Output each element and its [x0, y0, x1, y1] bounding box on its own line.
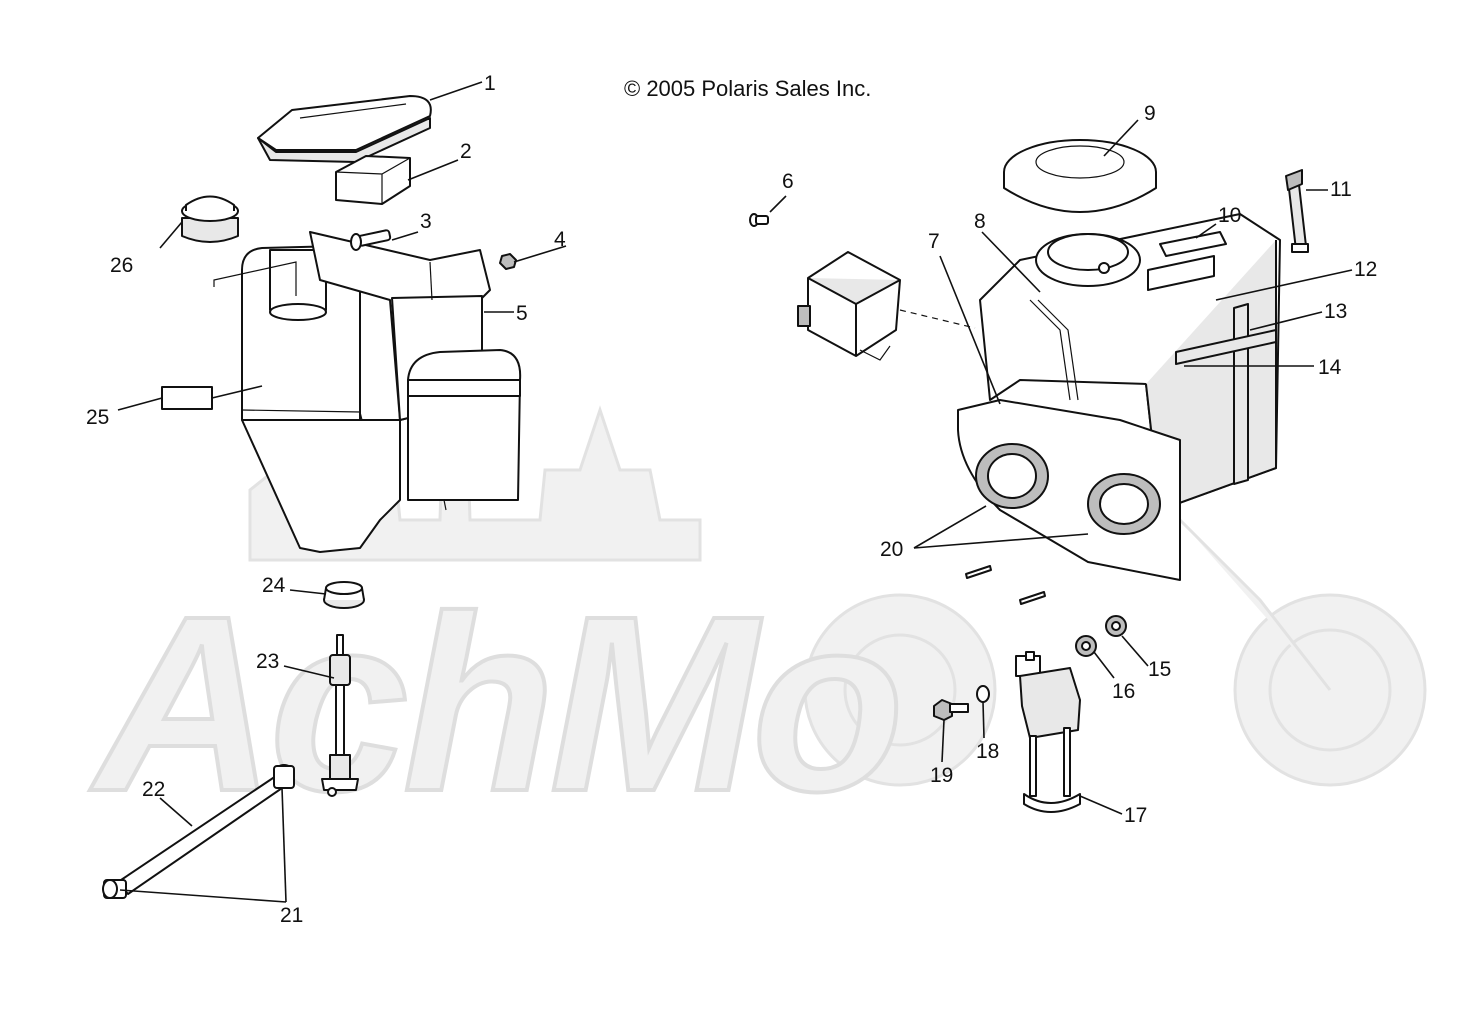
callout-19: 19	[930, 764, 953, 787]
nut-icon	[499, 253, 517, 270]
air-intake-seal-icon	[1003, 139, 1157, 213]
callout-26: 26	[110, 254, 133, 277]
callout-labels: 1 2 3 4 5 6 7 8 9 10 11 12 13 14 15 16 1…	[86, 72, 1377, 927]
label-decal-icon	[161, 386, 213, 410]
callout-23: 23	[256, 650, 279, 673]
callout-5: 5	[516, 302, 528, 325]
hex-bolt-icon	[933, 699, 969, 721]
callout-20: 20	[880, 538, 903, 561]
callout-18: 18	[976, 740, 999, 763]
callout-3: 3	[420, 210, 432, 233]
airbox-screw-icon	[965, 565, 1046, 605]
callout-22: 22	[142, 778, 165, 801]
ignition-coil-icon	[1015, 651, 1081, 813]
callout-17: 17	[1124, 804, 1147, 827]
cdi-module-icon	[797, 251, 901, 361]
oil-level-sensor-icon	[321, 634, 359, 797]
small-washer-icon	[976, 685, 990, 703]
tank-cover-icon	[257, 95, 432, 163]
callout-16: 16	[1112, 680, 1135, 703]
callout-6: 6	[782, 170, 794, 193]
callout-12: 12	[1354, 258, 1377, 281]
airbox-label-icon	[1147, 255, 1215, 291]
leader-lines	[117, 81, 1353, 903]
flange-nut-icon	[1075, 635, 1097, 657]
callout-4: 4	[554, 228, 566, 251]
screw-icon	[749, 213, 769, 227]
callout-13: 13	[1324, 300, 1347, 323]
watermark-text: AchMo	[89, 564, 898, 843]
callout-11: 11	[1330, 178, 1352, 201]
callout-7: 7	[928, 230, 940, 253]
callout-1: 1	[484, 72, 496, 95]
airbox-icon	[957, 213, 1281, 581]
callout-2: 2	[460, 140, 472, 163]
oil-tank-icon	[241, 231, 522, 553]
watermark: AchMo	[87, 299, 1427, 845]
callout-15: 15	[1148, 658, 1171, 681]
tank-cap-icon	[181, 195, 297, 296]
retaining-clip-icon	[1285, 169, 1309, 253]
foam-block-icon	[335, 155, 411, 205]
grommet-icon	[323, 581, 365, 609]
oil-hose-icon	[102, 764, 295, 899]
callout-25: 25	[86, 406, 109, 429]
callout-24: 24	[262, 574, 286, 597]
copyright-text: © 2005 Polaris Sales Inc.	[624, 76, 872, 101]
callout-21: 21	[280, 904, 303, 927]
callout-8: 8	[974, 210, 986, 233]
bolt-icon	[350, 229, 392, 251]
callout-14: 14	[1318, 356, 1342, 379]
callout-9: 9	[1144, 102, 1156, 125]
callout-10: 10	[1218, 204, 1241, 227]
washer-icon	[1105, 615, 1127, 637]
